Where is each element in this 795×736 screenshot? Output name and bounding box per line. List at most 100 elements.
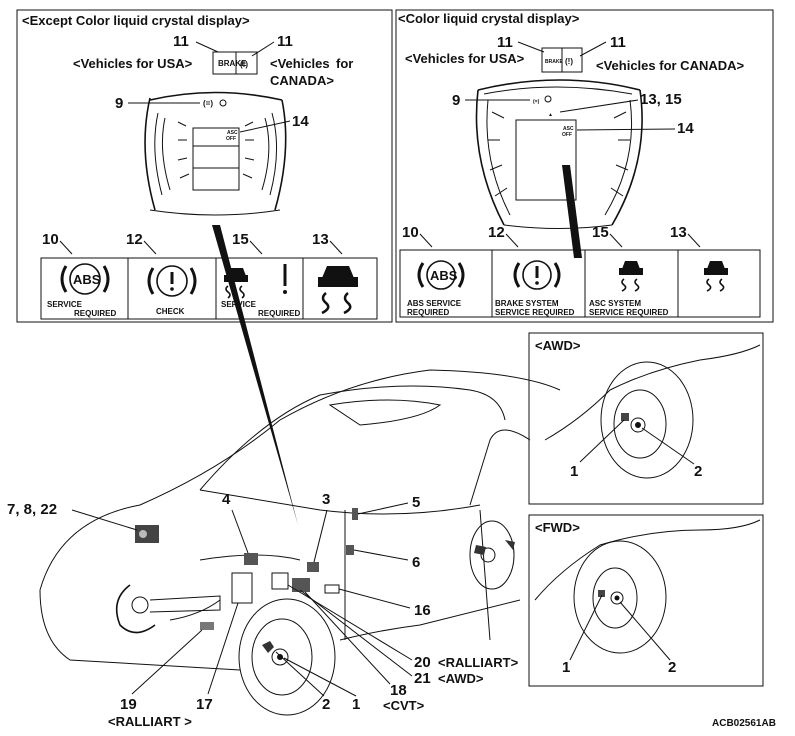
caption-15-required: REQUIRED [258,309,300,318]
brake-lamp-box [212,51,258,75]
rocker-panel [339,599,521,641]
brake-lamp-text: BRAKE [218,59,247,68]
leader-10-left [59,240,73,255]
fwd-hub [610,591,624,605]
right-caption-15-b: SERVICE REQUIRED [589,308,669,317]
awd-leader-1 [579,419,625,463]
right-callout-14: 14 [677,120,694,137]
right-callout-13: 13 [670,224,687,241]
callout-2: 2 [322,696,330,713]
sunroof [328,399,442,426]
rear-sensor-bracket [505,540,515,550]
leader-20 [287,584,413,661]
leader-19 [131,629,203,695]
front-hub [271,648,289,666]
right-leader-11-left [517,41,545,53]
ecu-17 [231,572,253,604]
callout-10-left: 10 [42,231,59,248]
fwd-panel-title: <FWD> [535,520,580,535]
left-panel-frame [16,9,393,323]
awd-hub [630,417,646,433]
right-usa-label: <Vehicles for USA> [405,51,525,66]
leader-3 [313,509,328,563]
right-leader-10 [419,233,433,248]
callout-1: 1 [352,696,360,713]
fwd-callout-2: 2 [668,659,676,676]
front-bumper [39,589,241,671]
right-caption-10-b: REQUIRED [407,308,449,317]
windshield-top [199,385,506,491]
right-callout-9: 9 [452,92,460,109]
fwd-leader-2 [619,601,671,661]
brake-indicator-icon: (=) [203,99,213,108]
right-callout-12: 12 [488,224,505,241]
abs-text: ABS [73,272,101,287]
off-text: OFF [226,136,236,142]
component-3 [307,562,319,572]
component-18 [292,578,310,592]
figure-id: ACB02561AB [712,718,776,729]
front-wheel [238,598,336,716]
caption-12-check: CHECK [156,307,185,316]
component-19 [200,622,214,630]
right-gauge-ring-inner [261,117,270,191]
callout-5: 5 [412,494,420,511]
front-wheel-rim [238,598,336,716]
callout-19-note: <RALLIART > [108,714,192,729]
right-gauge-ticks [242,121,255,179]
fwd-panel: <FWD> 1 2 [528,514,764,687]
left-hub [131,596,149,614]
right-abs-text: ABS [430,268,458,283]
right-left-ticks [488,111,508,197]
fender-line [169,599,221,621]
leader-1 [283,657,357,697]
component-6 [346,545,354,555]
left-cluster-bottom [149,209,281,216]
callout-18: 18 [390,682,407,699]
awd-callout-1: 1 [570,463,578,480]
awd-panel: <AWD> 1 2 [528,332,764,505]
callout-20-note: <RALLIART> [438,655,519,670]
left-panel-title: <Except Color liquid crystal display> [22,13,250,28]
leader-21 [299,589,413,677]
right-cluster-right-inner [604,99,633,216]
right-cluster-pointer [562,165,582,258]
right-brake-canada-icon: (!) [565,57,573,66]
leader-17 [207,602,239,695]
callout-15-left: 15 [232,231,249,248]
fwd-callout-1: 1 [562,659,570,676]
awd-callout-2: 2 [694,463,702,480]
right-callout-10: 10 [402,224,419,241]
leader-13-left [329,240,343,255]
left-gauge-ring [154,112,163,196]
callout-11-left: 11 [173,33,189,50]
hydraulic-unit-port [139,530,147,538]
right-panel-title: <Color liquid crystal display> [398,11,580,26]
callout-3: 3 [322,491,330,508]
right-leader-15 [609,233,623,248]
fwd-hub-center [614,595,620,601]
skid-indicator-icon [318,266,358,315]
left-front-wheel [115,584,221,634]
awd-leader-2 [641,427,695,465]
leader-16 [338,588,411,609]
car-roof-hood [39,369,561,591]
callout-19: 19 [120,696,137,713]
right-asc-service-icon [619,261,643,292]
right-center-display [515,119,577,201]
awd-wheel [600,361,694,479]
left-warning-strip [40,257,378,320]
fwd-panel-frame [528,514,764,687]
left-center-display [192,127,240,191]
asc-text: ASC [227,130,238,136]
rear-wheel-rim [469,520,515,590]
right-right-ticks [610,111,630,197]
right-callout-13-15: 13, 15 [640,91,682,108]
fwd-leader-1 [569,594,603,661]
right-panel-frame [395,9,774,323]
brake-warning-icon [147,265,197,297]
right-small-skid-icon: ▲ [548,112,553,118]
right-indicator-lamp [544,95,552,103]
right-leader-14 [576,128,676,131]
